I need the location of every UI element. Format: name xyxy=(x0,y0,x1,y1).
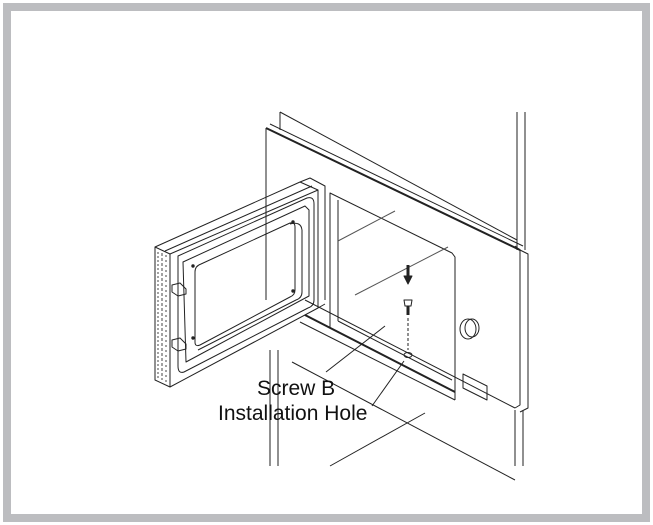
screw-b-label: Screw B xyxy=(257,377,336,400)
display-panel-icon xyxy=(462,373,488,401)
control-knob-icon xyxy=(459,318,480,340)
door-hinge-icon xyxy=(171,282,187,352)
door-frame-joint xyxy=(299,177,326,309)
open-door xyxy=(154,181,319,388)
screw-leader-line xyxy=(325,325,386,373)
screw-icon xyxy=(403,299,413,350)
down-arrow-icon xyxy=(403,265,413,285)
top-trim xyxy=(265,111,524,409)
cabinet-outline xyxy=(269,112,526,481)
figure-frame xyxy=(3,3,650,522)
installation-hole-icon xyxy=(403,352,413,358)
installation-hole-label: Installation Hole xyxy=(218,402,368,425)
hole-leader-line xyxy=(371,360,405,407)
front-panel xyxy=(265,182,529,413)
